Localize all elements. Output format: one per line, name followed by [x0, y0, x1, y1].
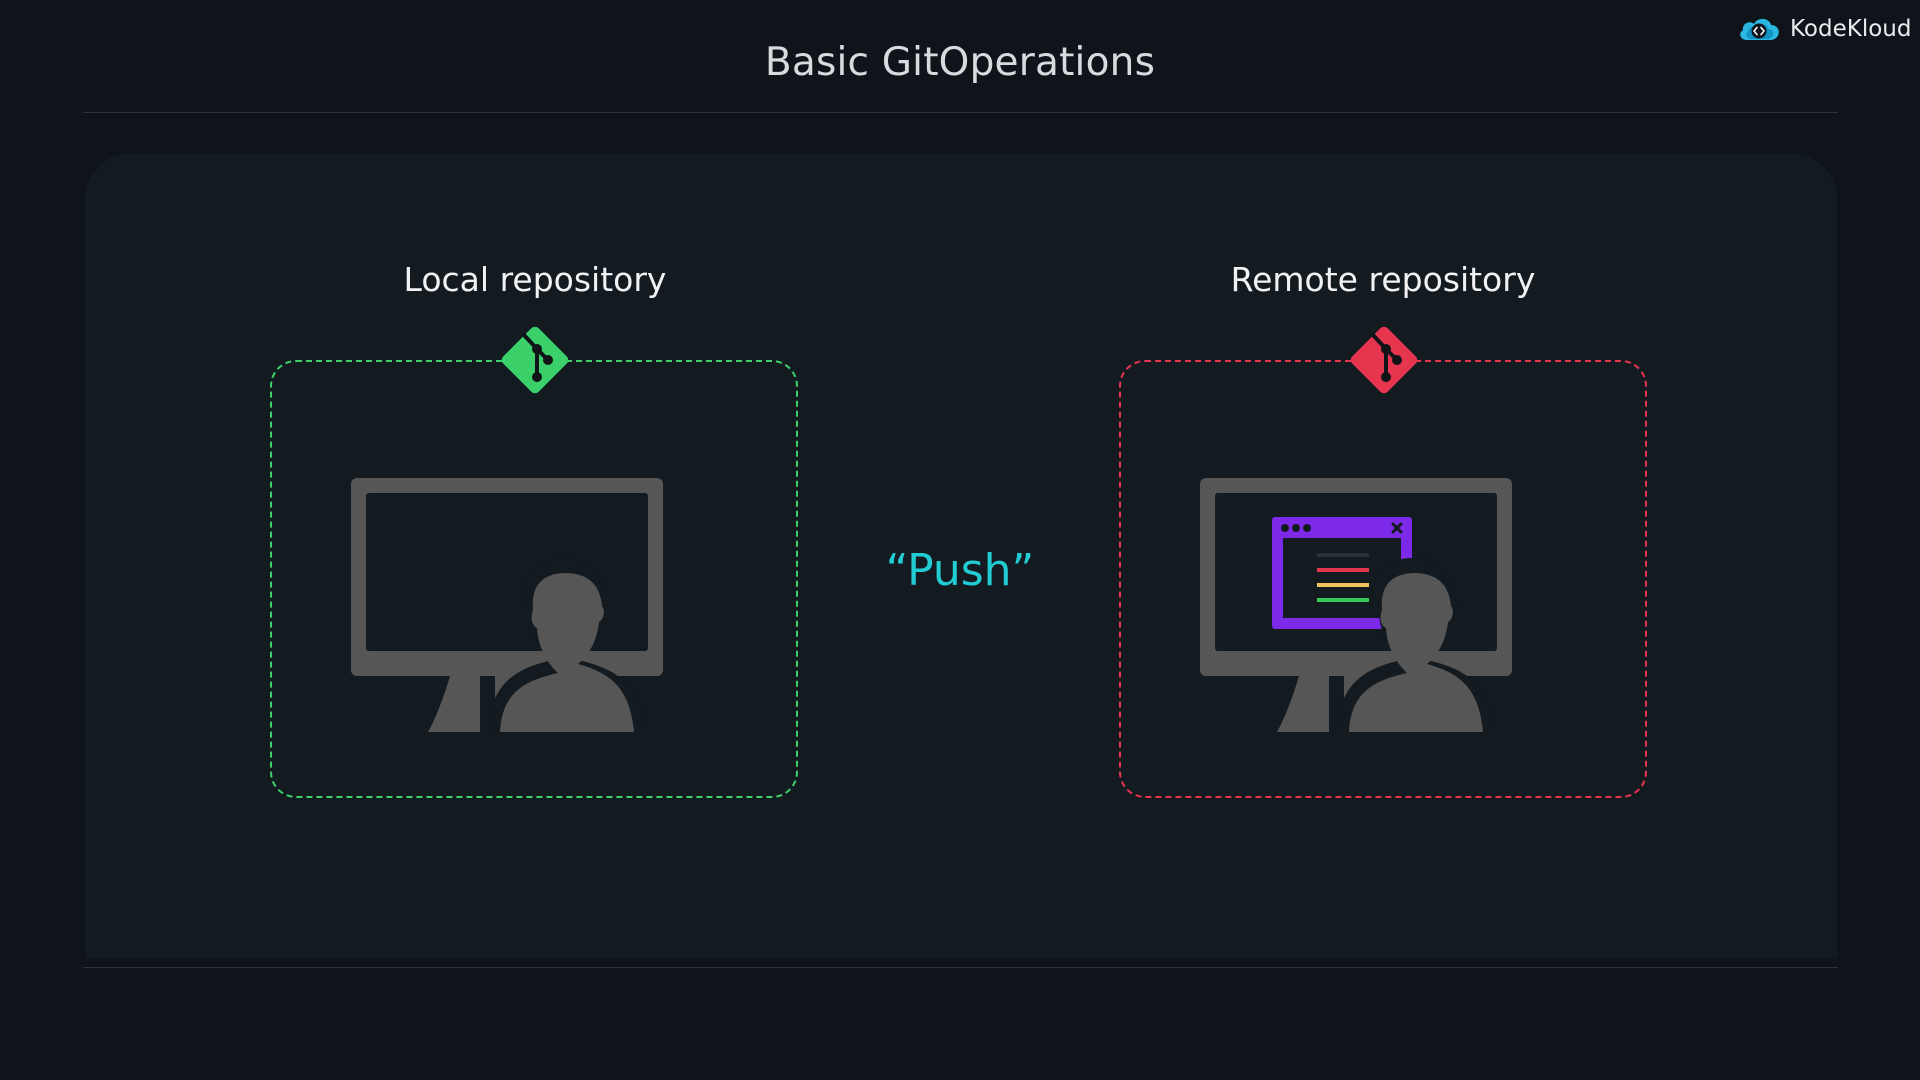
slide-title: Basic GitOperations	[764, 40, 1156, 85]
git-icon	[1350, 326, 1418, 394]
brand-logo: KodeKloud	[1736, 14, 1911, 44]
top-divider	[83, 112, 1838, 113]
remote-repository-label: Remote repository	[1230, 260, 1536, 299]
brand-name: KodeKloud	[1790, 16, 1912, 42]
git-icon	[501, 326, 569, 394]
cloud-code-icon	[1740, 18, 1779, 40]
remote-server-workstation-icon	[1200, 478, 1512, 732]
developer-workstation-icon	[351, 478, 663, 732]
local-repository-label: Local repository	[403, 260, 667, 299]
push-operation-label: “Push”	[885, 545, 1035, 596]
bottom-divider	[83, 967, 1838, 968]
